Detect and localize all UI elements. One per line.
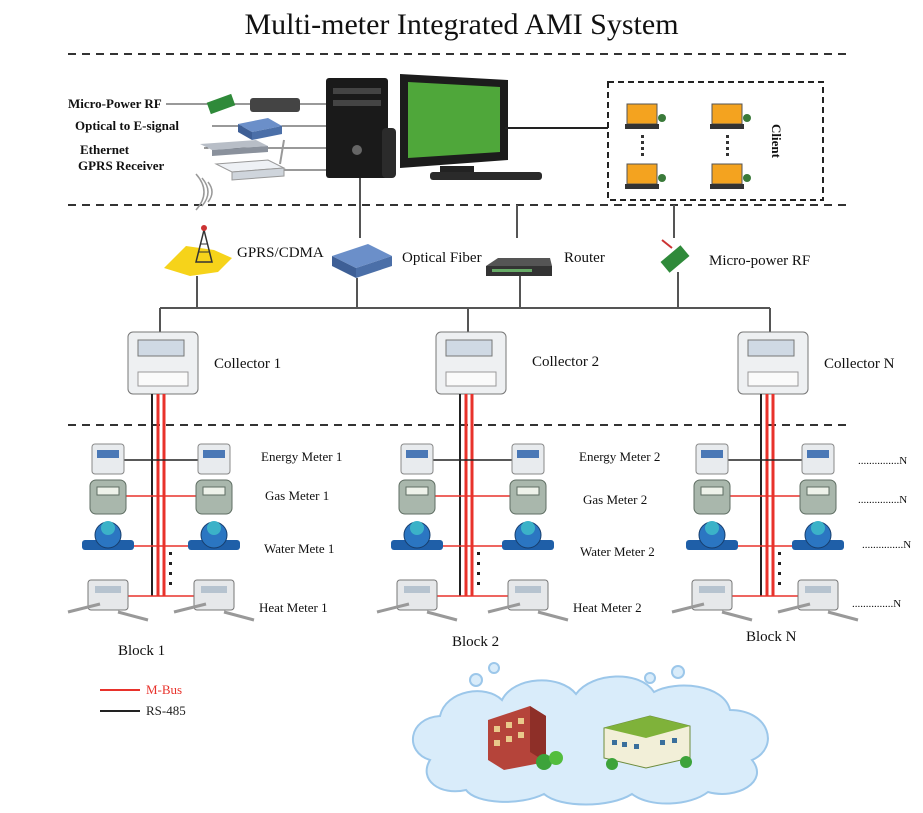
router-icon (486, 258, 552, 276)
client-pc-icon (625, 163, 666, 189)
label-water-meter-n: ...............N (862, 539, 912, 551)
label-gprs-cdma: GPRS/CDMA (237, 245, 324, 261)
energy-meter-icon (197, 443, 231, 475)
label-energy-meter-2: Energy Meter 2 (579, 449, 661, 464)
gas-meter-icon (799, 479, 837, 515)
block-n-wiring (712, 394, 820, 597)
gprs-cdma-tower-icon (164, 225, 232, 276)
water-meter-icon (502, 521, 554, 550)
label-gas-meter-n: ...............N (858, 494, 908, 506)
collector-n-icon (737, 331, 809, 395)
legend-rs485-label: RS-485 (146, 703, 186, 718)
water-meter-icon (686, 521, 738, 550)
ethernet-switch-icon (200, 140, 268, 156)
energy-meter-icon (400, 443, 434, 475)
collector-bus (159, 272, 771, 332)
channel-bus (359, 178, 675, 238)
section-dividers (68, 53, 848, 426)
label-heat-meter-2: Heat Meter 2 (573, 600, 642, 615)
label-optical-to-e-signal: Optical to E-signal (75, 118, 180, 133)
client-pc-icon (710, 103, 751, 129)
label-optical-fiber: Optical Fiber (402, 250, 482, 266)
gas-meter-icon (89, 479, 127, 515)
label-energy-meter-1: Energy Meter 1 (261, 449, 343, 464)
cloud-icon (412, 662, 769, 806)
label-water-meter-2: Water Meter 2 (580, 544, 655, 559)
label-block-n: Block N (746, 629, 797, 645)
label-micro-power-rf-channel: Micro-power RF (709, 253, 811, 269)
label-block-1: Block 1 (118, 643, 166, 659)
office-building-icon (488, 706, 563, 770)
monitor-icon (400, 74, 542, 180)
optical-fiber-converter-icon (332, 244, 392, 278)
micro-power-rf-icon (660, 239, 690, 273)
server-tower-icon (326, 78, 388, 178)
collector-1-icon (127, 331, 199, 395)
block-1-wiring (112, 394, 212, 597)
heat-meter-icon (671, 579, 753, 622)
energy-meter-icon (91, 443, 125, 475)
label-client: Client (769, 124, 784, 158)
client-dots (641, 135, 729, 156)
heat-meter-icon (777, 579, 859, 622)
meter-icons (67, 443, 859, 622)
label-gas-meter-2: Gas Meter 2 (583, 492, 648, 507)
label-block-2: Block 2 (452, 634, 500, 650)
gprs-receiver-icon (214, 139, 286, 181)
gas-meter-icon (195, 479, 233, 515)
optical-converter-icon (238, 118, 282, 140)
energy-meter-icon (801, 443, 835, 475)
gas-meter-icon (693, 479, 731, 515)
client-pcs (625, 103, 751, 189)
heat-meter-icon (173, 579, 255, 622)
label-heat-meter-n: ...............N (852, 598, 902, 610)
label-gprs-receiver: GPRS Receiver (78, 158, 165, 173)
label-energy-meter-n: ...............N (858, 455, 908, 467)
energy-meter-icon (511, 443, 545, 475)
wireless-signal-icon (195, 173, 213, 211)
legend-mbus-label: M-Bus (146, 682, 183, 697)
residential-building-icon (603, 715, 692, 770)
label-collector-1: Collector 1 (214, 356, 282, 372)
diagram-title: Multi-meter Integrated AMI System (244, 8, 679, 41)
receiver-devices (166, 93, 326, 211)
water-meter-icon (391, 521, 443, 550)
label-collector-n: Collector N (824, 356, 895, 372)
remote-icon (382, 128, 396, 178)
micro-power-rf-module-icon (206, 93, 300, 115)
client-pc-icon (625, 103, 666, 129)
client-box (607, 81, 824, 201)
label-router: Router (564, 250, 605, 266)
label-water-meter-1: Water Mete 1 (264, 541, 335, 556)
label-heat-meter-1: Heat Meter 1 (259, 600, 328, 615)
label-ethernet: Ethernet (80, 142, 130, 157)
gas-meter-icon (398, 479, 436, 515)
water-meter-icon (792, 521, 844, 550)
energy-meter-icon (695, 443, 729, 475)
heat-meter-icon (376, 579, 458, 622)
water-meter-icon (82, 521, 134, 550)
water-meter-icon (188, 521, 240, 550)
client-pc-icon (710, 163, 751, 189)
gas-meter-icon (509, 479, 547, 515)
label-micro-power-rf: Micro-Power RF (68, 96, 162, 111)
label-collector-2: Collector 2 (532, 354, 600, 370)
heat-meter-icon (67, 579, 149, 622)
label-gas-meter-1: Gas Meter 1 (265, 488, 330, 503)
heat-meter-icon (487, 579, 569, 622)
collector-2-icon (435, 331, 507, 395)
